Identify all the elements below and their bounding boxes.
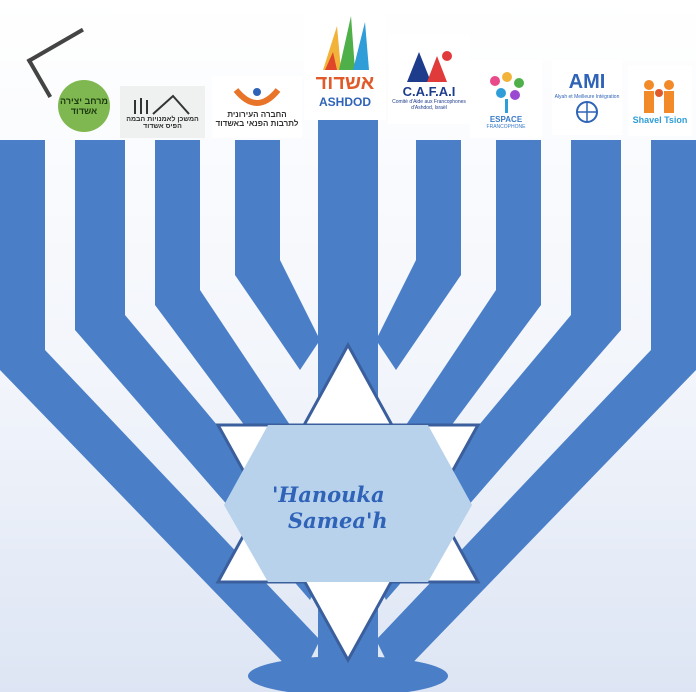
merhav-label-2: אשדוד xyxy=(70,106,98,116)
greeting-line-1: 'Hanouka xyxy=(272,482,385,507)
menorah-arm-right-4 xyxy=(376,140,461,370)
logo-merhav-yetsira: מרחב יצירה אשדוד xyxy=(58,80,110,132)
ashdod-icon xyxy=(323,15,369,70)
logo-ami: AMI Alyah et Meilleure Intégration xyxy=(552,60,622,135)
star-of-david xyxy=(215,341,481,664)
menorah-arm-left-1 xyxy=(0,140,320,680)
logo-hevra-ironit: החברה העירונית לתרבות הפנאי באשדוד xyxy=(212,76,302,138)
menorah-arm-right-1 xyxy=(376,140,696,680)
ami-subtitle: Alyah et Meilleure Intégration xyxy=(554,94,620,100)
ashdod-hebrew: אשדוד xyxy=(315,71,375,94)
logo-espace-francophone: ESPACE FRANCOPHONE xyxy=(470,60,542,138)
menorah-arm-right-3 xyxy=(376,140,541,500)
cafai-title: C.A.F.A.I xyxy=(402,83,456,99)
logo-mishkan: המשכן לאמנויות הבמה הפיס אשדוד xyxy=(120,86,205,138)
menorah-arm-left-3 xyxy=(155,140,320,500)
mishkan-icon xyxy=(133,94,190,115)
espace-sublabel: FRANCOPHONE xyxy=(486,123,526,130)
greeting-line-2: Samea'h xyxy=(288,508,388,533)
hevra-label-1: החברה העירונית xyxy=(227,110,287,119)
cafai-subtitle: Comité d'Aide aux Francophones d'Ashdod,… xyxy=(392,98,466,111)
hevra-icon xyxy=(233,88,281,106)
cafai-icon xyxy=(407,50,452,82)
espace-icon xyxy=(490,71,524,113)
logo-ashdod: אשדוד ASHDOD xyxy=(304,0,386,120)
logo-cafai: C.A.F.A.I Comité d'Aide aux Francophones… xyxy=(388,34,470,124)
ashdod-latin: ASHDOD xyxy=(318,94,371,109)
greeting-text: 'Hanouka Samea'h xyxy=(272,482,388,534)
star-center xyxy=(224,425,472,582)
mishkan-label-2: הפיס אשדוד xyxy=(143,123,182,130)
espace-label: ESPACE xyxy=(489,114,523,124)
shavel-label: Shavel Tsion xyxy=(632,115,688,125)
merhav-label-1: מרחב יצירה xyxy=(60,96,108,106)
hevra-label-2: לתרבות הפנאי באשדוד xyxy=(215,119,299,128)
globe-icon xyxy=(576,101,598,123)
mishkan-label-1: המשכן לאמנויות הבמה xyxy=(126,116,199,123)
menorah-arm-left-4 xyxy=(235,140,320,370)
ami-title: AMI xyxy=(568,71,606,93)
family-icon xyxy=(644,80,674,113)
logo-shavel-tsion: Shavel Tsion xyxy=(628,66,692,136)
